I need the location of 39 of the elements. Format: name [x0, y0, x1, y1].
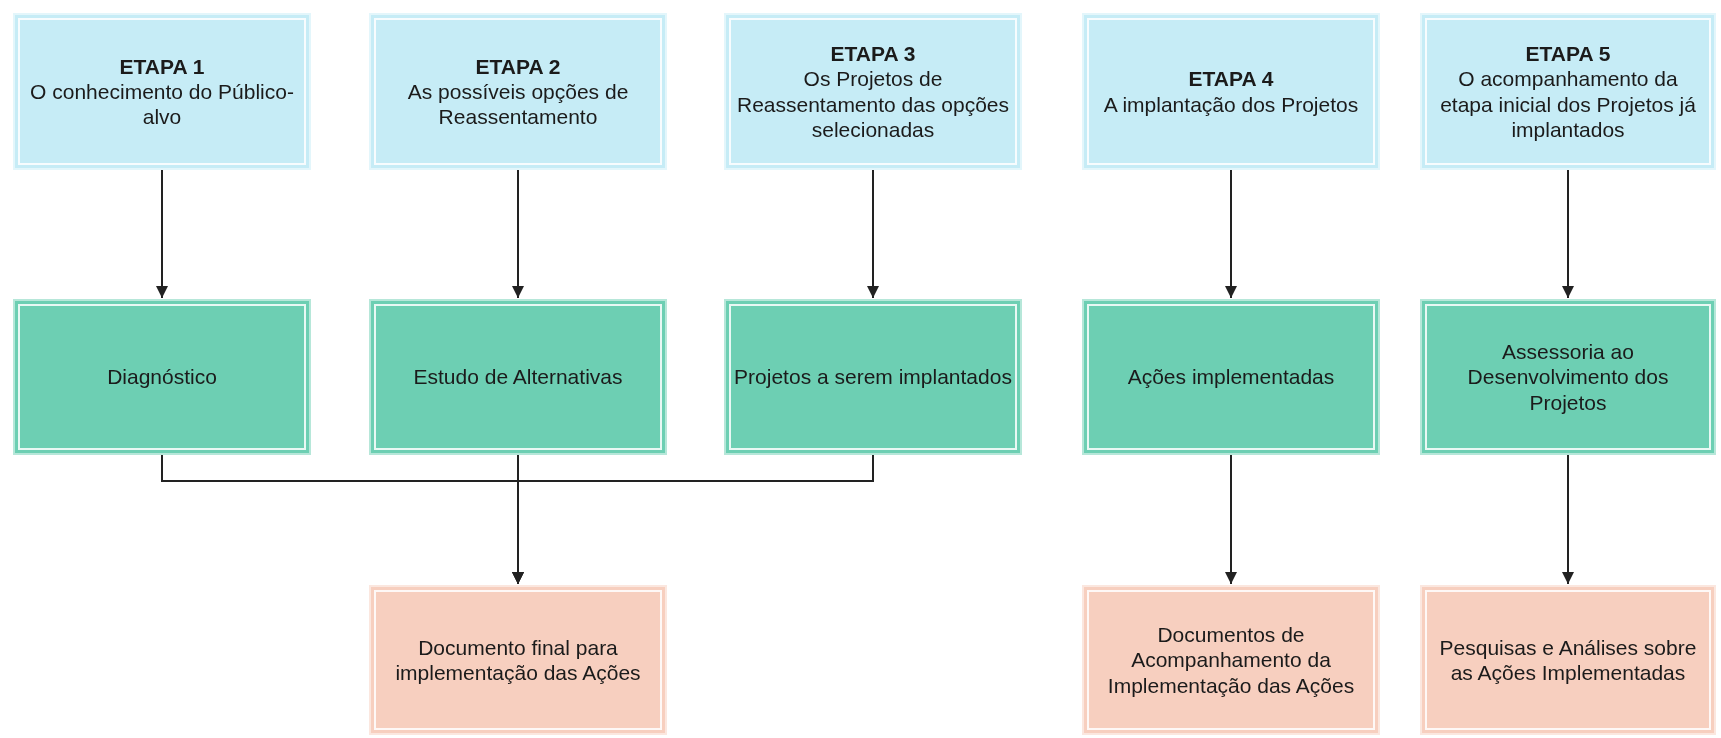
arrow: [1225, 169, 1237, 299]
stage-description: O conhecimento do Público-alvo: [29, 78, 295, 130]
result-box: [13, 299, 311, 455]
stage-description: Os Projetos de Reassentamento das opções selecionadas: [736, 66, 1010, 142]
arrow: [512, 454, 874, 585]
box-label: Documentos de Acompanhamento da Implementação das Ações: [1106, 622, 1356, 698]
box-label: Estudo de Alternativas: [413, 364, 623, 390]
stage-box: [1082, 13, 1380, 170]
result-box: [1082, 299, 1380, 455]
arrow: [867, 169, 879, 299]
stage-description: O acompanhamento da etapa inicial dos Projetos já implantados: [1439, 66, 1697, 142]
stage-box: [724, 13, 1022, 170]
result-box: [724, 299, 1022, 455]
output-box: [369, 585, 667, 735]
box-label: Assessoria ao Desenvolvimento dos Projetos: [1466, 339, 1670, 415]
arrow: [1562, 169, 1574, 299]
stage-heading: ETAPA 5: [1525, 41, 1611, 67]
result-box: [369, 299, 667, 455]
stage-heading: ETAPA 2: [475, 53, 561, 79]
arrow: [512, 169, 524, 299]
box-label: Documento final para implementação das Ações: [394, 634, 642, 686]
box-label: Pesquisas e Análises sobre as Ações Implementadas: [1438, 634, 1698, 686]
stage-box: [1420, 13, 1716, 170]
output-box: [1082, 585, 1380, 735]
output-box: [1420, 585, 1716, 735]
arrow: [156, 169, 168, 299]
stage-heading: ETAPA 1: [119, 53, 205, 79]
stage-description: A implantação dos Projetos: [1103, 91, 1359, 117]
box-label: Ações implementadas: [1127, 364, 1335, 390]
stage-heading: ETAPA 3: [830, 41, 916, 67]
arrow: [1225, 454, 1237, 585]
result-box: [1420, 299, 1716, 455]
stage-box: [369, 13, 667, 170]
arrow: [1562, 454, 1574, 585]
stage-heading: ETAPA 4: [1188, 66, 1274, 92]
box-label: Diagnóstico: [107, 364, 217, 390]
stage-description: As possíveis opções de Reassentamento: [406, 78, 630, 130]
stage-box: [13, 13, 311, 170]
box-label: Projetos a serem implantados: [734, 364, 1012, 390]
